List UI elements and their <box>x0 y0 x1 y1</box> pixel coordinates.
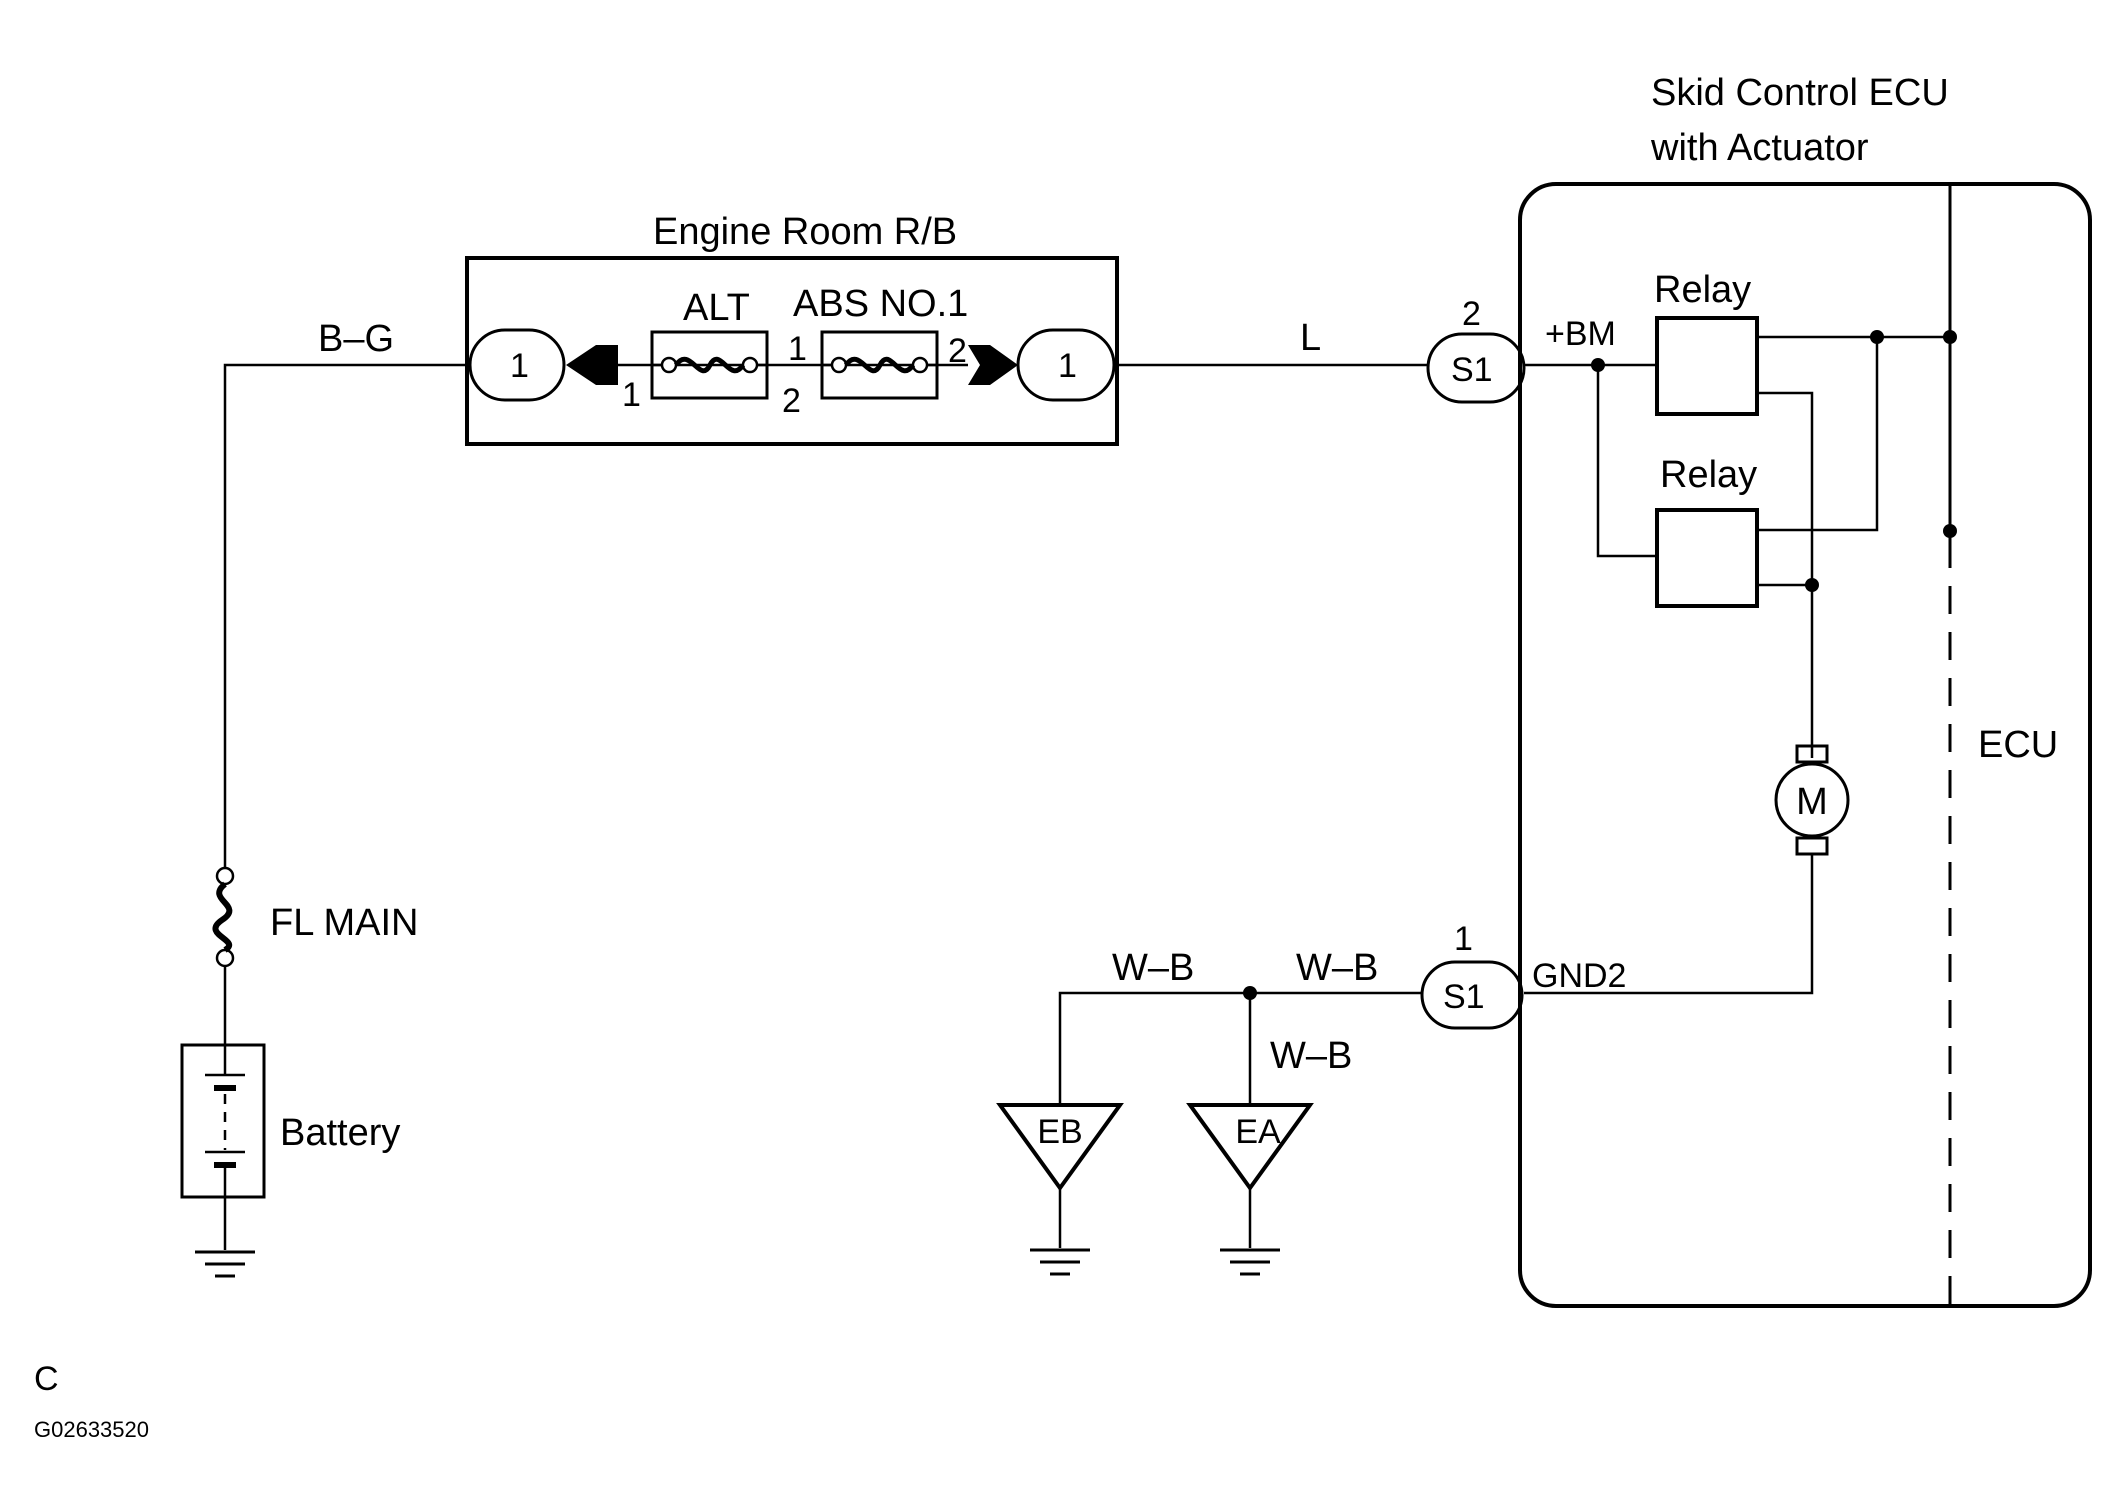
fl-main-label: FL MAIN <box>270 902 419 944</box>
alt-fuse-icon <box>650 330 769 400</box>
relay-2 <box>1655 508 1759 608</box>
bm-terminal-label: +BM <box>1545 315 1616 353</box>
fl-main-fuse-icon <box>212 866 235 968</box>
ecu-title-line1: Skid Control ECU <box>1651 72 1949 114</box>
abs-pin-right: 2 <box>948 332 967 370</box>
svg-text:S1: S1 <box>1443 978 1485 1016</box>
ground-ea-icon: EA <box>1186 1103 1314 1276</box>
alt-pin-left: 1 <box>622 376 641 414</box>
alt-fuse-label: ALT <box>683 287 750 329</box>
svg-text:1: 1 <box>510 347 529 385</box>
wire-b-g-label: B–G <box>318 318 394 360</box>
junction-motor <box>1805 578 1819 592</box>
wire-relay1-bottom <box>1757 391 1814 758</box>
rb-left-arrow-icon <box>566 345 618 385</box>
wire-w-b-label-3: W–B <box>1270 1035 1352 1077</box>
junction-ecu-top <box>1943 330 1957 344</box>
wire-w-b-label-2: W–B <box>1296 947 1378 989</box>
engine-room-title: Engine Room R/B <box>653 211 957 253</box>
alt-pin-right: 2 <box>782 382 801 420</box>
wire-bm-to-relay2 <box>1596 365 1657 558</box>
rb-right-arrow-icon <box>968 345 1018 385</box>
corner-letter: C <box>34 1360 59 1398</box>
ecu-label: ECU <box>1978 724 2058 766</box>
abs-no1-fuse-label: ABS NO.1 <box>793 283 968 325</box>
s1-top-pin-number: 2 <box>1462 295 1481 333</box>
ecu-title-line2: with Actuator <box>1650 127 1869 169</box>
battery-icon <box>180 1043 266 1199</box>
s1-top-connector: S1 <box>1426 332 1526 404</box>
svg-text:EB: EB <box>1037 1113 1082 1151</box>
wire-l-label: L <box>1300 317 1321 359</box>
relay-2-label: Relay <box>1660 454 1757 496</box>
engine-room-rb-box <box>465 256 1119 446</box>
wire-w-b-main <box>1058 991 1422 1105</box>
s1-bottom-pin-number: 1 <box>1454 920 1473 958</box>
wire-relay2-top <box>1757 337 1879 532</box>
svg-text:1: 1 <box>1058 347 1077 385</box>
wire-b-g <box>223 363 470 868</box>
abs-no1-fuse-icon <box>820 330 939 400</box>
junction-ecu-mid <box>1943 524 1957 538</box>
wire-motor-to-gnd2 <box>1524 854 1814 995</box>
figure-code: G02633520 <box>34 1417 149 1442</box>
abs-pin-left: 1 <box>788 330 807 368</box>
relay-1 <box>1655 316 1759 416</box>
ground-eb-icon: EB <box>996 1103 1124 1276</box>
battery-label: Battery <box>280 1112 400 1154</box>
relay-1-label: Relay <box>1654 269 1751 311</box>
svg-text:M: M <box>1796 781 1828 823</box>
svg-text:S1: S1 <box>1451 351 1493 389</box>
s1-bottom-connector: S1 <box>1420 960 1524 1030</box>
svg-text:EA: EA <box>1235 1113 1281 1151</box>
gnd2-terminal-label: GND2 <box>1532 957 1626 995</box>
battery-ground-icon <box>195 1197 255 1278</box>
wire-w-b-label-1: W–B <box>1112 947 1194 989</box>
